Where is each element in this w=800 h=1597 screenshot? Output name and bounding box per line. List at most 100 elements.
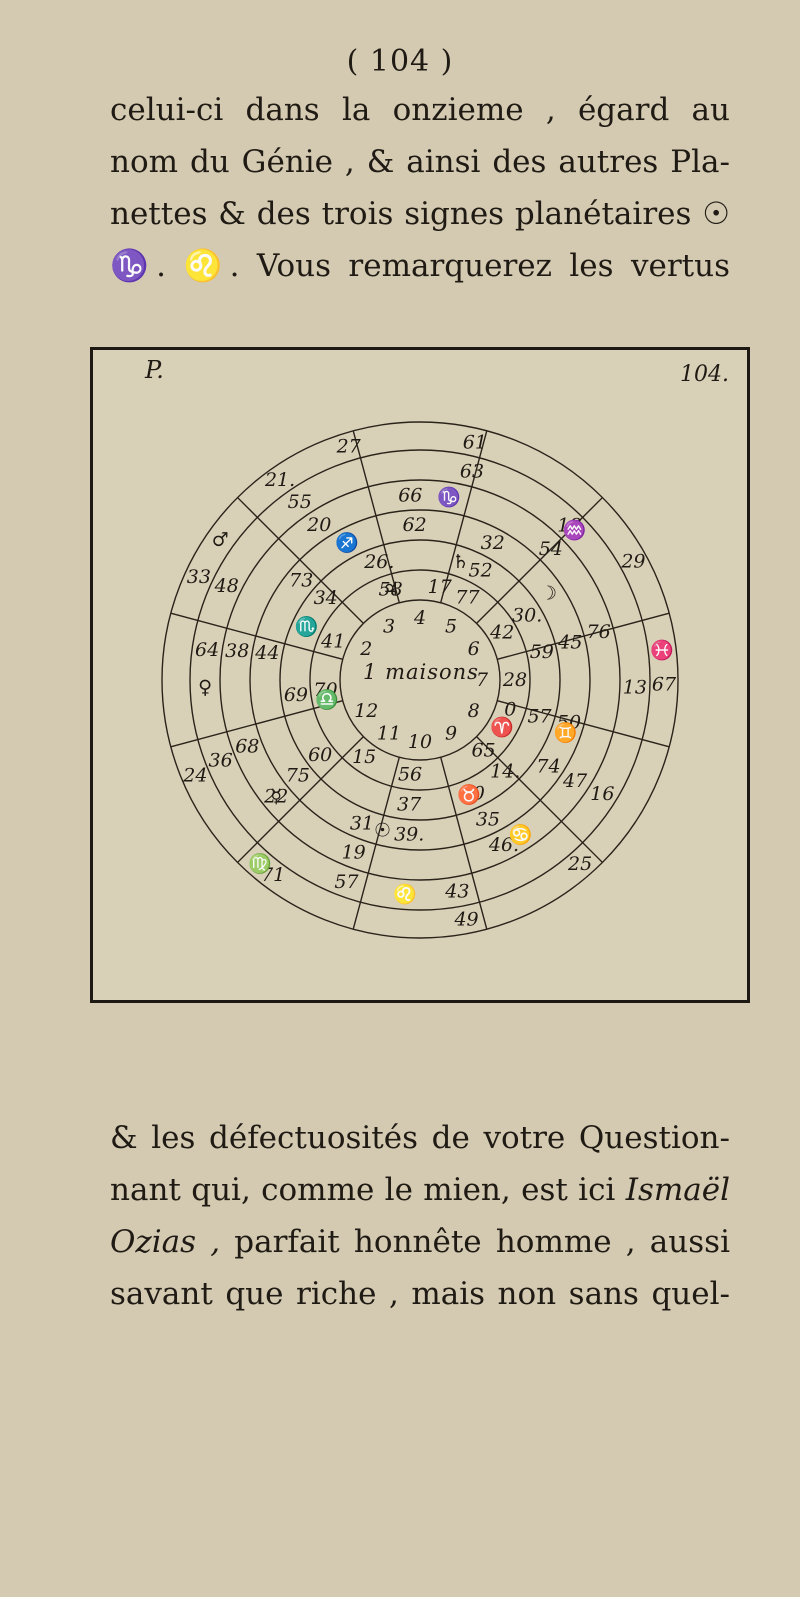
wheel-spoke [476,497,603,624]
ring-number: 58 [379,579,403,601]
ring-number: 37 [397,794,422,816]
house-number: 2 [359,638,372,660]
house-number: 11 [377,723,401,745]
ring-number: 24 [182,764,207,786]
wheel-spoke [352,430,400,603]
ring-number: 35 [476,808,500,830]
ring-number: 26. [363,551,394,573]
ring-number: 70 [313,679,337,701]
ring-number: 47 [562,770,588,792]
house-number: 9 [445,723,457,745]
sign-glyph: ♊ [554,721,578,744]
sign-glyph: ♑ [437,485,461,508]
ring-number: 62 [402,514,426,536]
sign-glyph: ♒ [563,519,587,542]
text-line: & les défectuosités de votre Question- [110,1120,730,1156]
sign-glyph: ♐ [335,531,359,554]
ring-number: 17 [428,576,453,598]
bottom-paragraph: & les défectuosités de votre Question- n… [110,1112,730,1320]
wheel-spoke [237,497,364,624]
wheel-spoke [170,700,343,748]
sign-glyph: ♄ [452,551,469,573]
ring-number: 14. [490,760,520,782]
sign-glyph: ♍ [248,852,272,875]
ring-number: 20 [306,514,331,536]
plate-reference: 104. [680,362,729,387]
ring-number: 27 [336,436,362,458]
name-ozias: Ozias , [110,1224,221,1260]
text-line: Ozias , parfait honnête homme , aussi [110,1216,730,1268]
sign-glyph: ☽ [540,582,557,604]
ring-number: 76 [587,621,611,643]
house-number: 12 [354,700,378,722]
plate-letter: P. [145,356,164,384]
ring-number: 77 [455,587,480,609]
text-fragment: parfait honnête homme , aussi [234,1224,730,1260]
ring-number: 57 [527,706,552,728]
wheel-spoke [352,757,400,930]
wheel-spoke [237,736,364,863]
ring-number: 38 [225,640,249,662]
sign-glyph: ☿ [270,785,282,807]
wheel-center-label: 1 maisons [363,660,479,684]
ring-number: 22 [263,785,288,807]
text-line: celui-ci dans la onzieme , égard au [110,92,730,128]
house-number: 8 [468,700,480,722]
ring-number: 64 [195,639,219,661]
ring-number: 42 [489,622,514,644]
ring-number: 50 [557,712,581,734]
ring-number: 33 [187,566,211,588]
text-line: nant qui, comme le mien, est ici Ismaël [110,1164,730,1216]
sign-glyph: ♉ [457,783,481,806]
wheel-spoke [476,736,603,863]
wheel-spoke [497,700,670,748]
ring-number: 59 [530,641,554,663]
ring-number: 67 [652,673,677,695]
ring-number: 49 [453,909,478,931]
house-number: 10 [408,731,432,753]
ring-number: 36 [209,750,233,772]
ring-number: 19 [342,842,366,864]
ring-number: 68 [235,735,259,757]
sign-glyph: ♃ [382,579,399,601]
ring-number: 52 [469,560,493,582]
ring-number: 43 [444,881,469,903]
ring-number: 15 [352,746,376,768]
ring-number: 0 [504,698,516,720]
ring-number: 41 [320,630,345,652]
sign-glyph: ♏ [295,615,319,638]
ring-number: 39. [394,824,424,846]
ring-number: 54 [539,538,563,560]
ring-number: 16 [590,783,614,805]
ring-number: 73 [289,569,313,591]
house-number: 4 [413,607,426,629]
ring-number: 61 [463,431,487,453]
house-number: 7 [476,669,489,691]
wheel-spoke [497,612,670,660]
ring-number: 45 [557,632,582,654]
text-fragment: nant qui, comme le mien, est ici [110,1172,616,1208]
ring-number: 13 [623,677,647,699]
sign-glyph: ♎ [315,688,339,711]
text-line: nettes & des trois signes planétaires ☉ [110,196,730,232]
house-number: 3 [383,615,395,637]
ring-number: 48 [214,575,239,597]
house-number: 5 [445,615,457,637]
page-number: ( 104 ) [346,44,454,79]
sign-glyph: ♋ [509,823,533,846]
ring-number: 63 [460,460,484,482]
wheel-spoke [170,612,343,660]
ring-number: 71 [261,864,285,886]
ring-number: 40 [460,782,485,804]
ring-number: 66 [398,484,422,506]
ring-number: 28 [502,669,527,691]
ring-number: 74 [536,756,560,778]
ring-number: 18 [557,514,581,536]
ring-number: 57 [334,871,359,893]
ring-number: 44 [254,642,279,664]
ring-number: 69 [284,684,308,706]
ring-number: 60 [308,744,332,766]
ring-number: 32 [481,532,505,554]
